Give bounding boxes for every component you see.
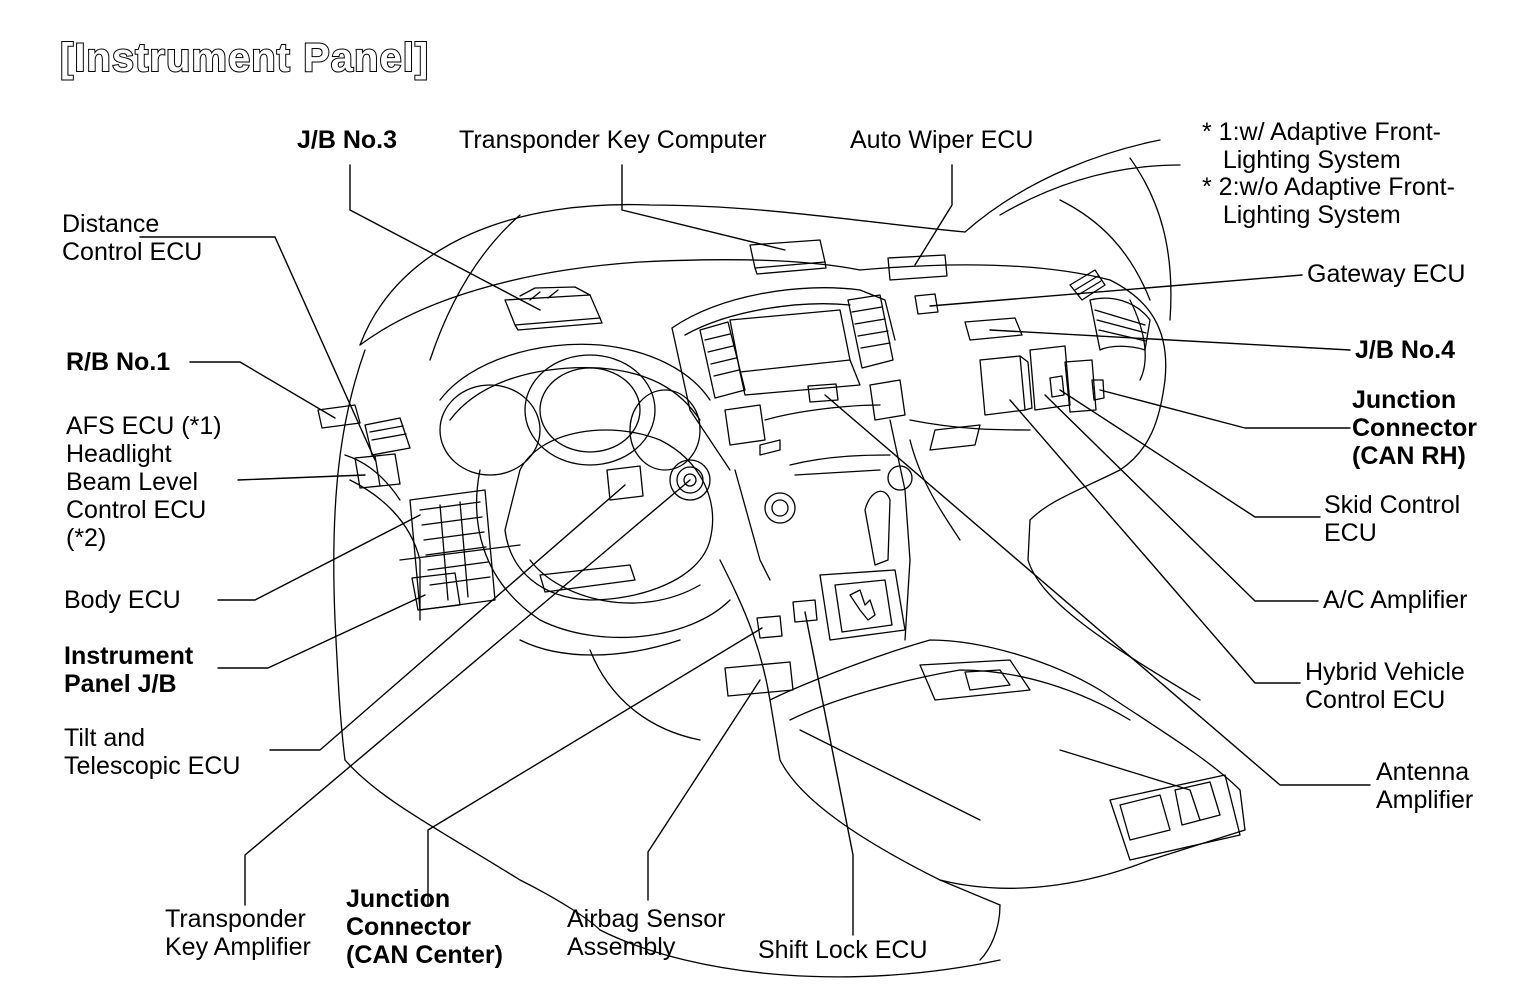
vent-right: [1089, 297, 1151, 351]
left-vent: [364, 417, 411, 456]
right-trim: [1059, 199, 1151, 301]
leader-distance-control-ecu: [139, 236, 376, 461]
steering-wheel: [504, 429, 714, 601]
jb-no4-box: [964, 317, 1023, 341]
leader-can-rh: [1099, 389, 1351, 429]
airbag-sensor-box: [724, 661, 794, 697]
shift-lever: [864, 490, 891, 566]
knob-left: [764, 492, 796, 524]
center-vent-right: [847, 294, 894, 369]
leader-shift-lock: [804, 611, 854, 936]
label-airbag-sensor-assembly: Airbag Sensor Assembly: [567, 905, 726, 961]
leader-skid-control: [1059, 389, 1321, 518]
note-2: * 2:w/o Adaptive Front- Lighting System: [1202, 173, 1455, 229]
console-top: [769, 639, 1101, 701]
windshield-top: [429, 214, 521, 361]
label-antenna-amplifier: Antenna Amplifier: [1376, 758, 1474, 814]
label-tilt-telescopic-ecu: Tilt and Telescopic ECU: [64, 724, 241, 780]
center-vent-left: [699, 321, 746, 399]
leader-hybrid-vehicle: [1009, 399, 1301, 684]
gateway-ecu-box: [914, 293, 939, 315]
a-pillar-right-inner: [999, 164, 1181, 216]
label-distance-control-ecu: Distance Control ECU: [62, 210, 203, 266]
auto-wiper-ecu-box: [887, 254, 948, 281]
leader-jb-no4: [989, 329, 1351, 351]
label-shift-lock-ecu: Shift Lock ECU: [758, 936, 928, 964]
leader-ac-amplifier: [1044, 394, 1319, 602]
label-jb-no4: J/B No.4: [1355, 336, 1456, 364]
transponder-key-amplifier-box: [606, 465, 644, 501]
label-transponder-key-computer: Transponder Key Computer: [459, 126, 767, 154]
antenna-amplifier-box: [807, 383, 839, 403]
gauge-center: [524, 354, 656, 466]
can-rh-connector: [1091, 379, 1105, 401]
skid-control-ecu-box: [1029, 345, 1071, 411]
label-jb-no3: J/B No.3: [297, 126, 398, 154]
leader-antenna-amplifier: [824, 394, 1371, 786]
windshield-edge: [359, 203, 966, 346]
leader-can-center: [427, 627, 763, 906]
can-center-connector: [756, 615, 783, 639]
center-display: [729, 309, 851, 373]
leader-airbag-sensor: [647, 679, 761, 901]
label-afs-ecu: AFS ECU (*1) Headlight Beam Level Contro…: [66, 412, 222, 552]
meter-hood: [439, 343, 711, 401]
label-transponder-key-amplifier: Transponder Key Amplifier: [165, 905, 311, 961]
note-1: * 1:w/ Adaptive Front- Lighting System: [1202, 118, 1442, 174]
leader-afs-ecu: [237, 474, 366, 481]
leader-tilt-telescopic: [269, 484, 626, 751]
page-title: [Instrument Panel]: [59, 35, 430, 81]
label-skid-control-ecu: Skid Control ECU: [1324, 491, 1461, 547]
label-gateway-ecu: Gateway ECU: [1307, 260, 1466, 288]
leader-instrument-panel-jb: [217, 594, 426, 669]
a-pillar-right: [964, 139, 1161, 233]
shift-lock-ecu-box: [792, 599, 818, 623]
ac-amplifier-box: [1064, 359, 1097, 413]
label-instrument-panel-jb: Instrument Panel J/B: [64, 642, 194, 698]
dash-top: [359, 258, 861, 346]
rb-no1-box: [317, 404, 361, 429]
leader-transponder-key-computer: [621, 164, 786, 251]
leader-transponder-key-amplifier: [244, 479, 691, 906]
hybrid-vehicle-control-ecu-box: [979, 355, 1026, 416]
gauge-right: [629, 389, 701, 471]
leader-auto-wiper-ecu: [914, 164, 953, 266]
vent-right-upper: [1069, 269, 1106, 301]
gauge-left: [439, 384, 541, 476]
label-junction-connector-can-center: Junction Connector (CAN Center): [346, 885, 503, 969]
leader-body-ecu: [217, 514, 421, 601]
ignition-switch: [669, 459, 711, 501]
label-ac-amplifier: A/C Amplifier: [1323, 586, 1468, 614]
label-auto-wiper-ecu: Auto Wiper ECU: [850, 126, 1034, 154]
leader-gateway-ecu: [929, 274, 1303, 307]
leader-rb-no1: [189, 361, 336, 419]
label-hybrid-vehicle-control-ecu: Hybrid Vehicle Control ECU: [1305, 658, 1465, 714]
center-stack-top: [671, 287, 896, 341]
label-body-ecu: Body ECU: [64, 586, 181, 614]
label-junction-connector-can-rh: Junction Connector (CAN RH): [1352, 386, 1477, 470]
instrument-panel-jb: [409, 489, 496, 611]
label-rb-no1: R/B No.1: [66, 348, 171, 376]
leader-jb-no3: [349, 164, 541, 311]
afs-ecu-box: [354, 453, 401, 489]
